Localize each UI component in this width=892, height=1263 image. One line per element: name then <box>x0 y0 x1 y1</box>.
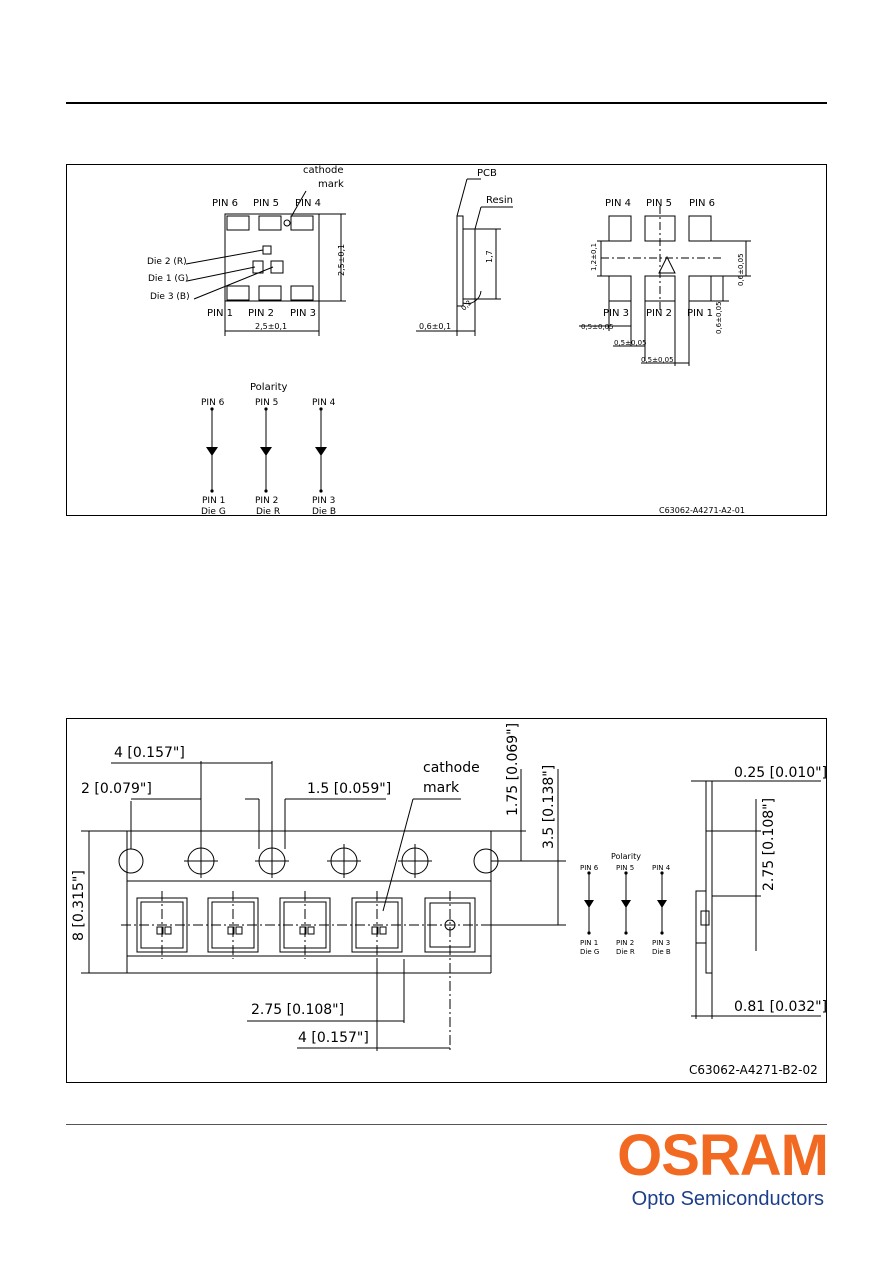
back-pin-bottom-2: PIN 2 <box>646 308 672 319</box>
back-dim-right2: 0,6±0,05 <box>715 301 723 334</box>
front-pin-top-2: PIN 5 <box>253 198 279 209</box>
tape-dim-pitch: 4 [0.157"] <box>298 1030 369 1046</box>
tape-polarity-bottom-3: PIN 3 <box>652 939 670 947</box>
side-pcb-label: PCB <box>477 168 497 179</box>
tape-side-depth: 2.75 [0.108"] <box>761 798 777 891</box>
cathode-label-line1: cathode <box>303 165 344 176</box>
polarity-bottom-2: PIN 2 <box>255 496 278 506</box>
front-dim-width: 2,5±0,1 <box>255 322 287 331</box>
tape-cathode-line1: cathode <box>423 760 480 776</box>
cathode-label-line2: mark <box>318 179 344 190</box>
tape-cathode-line2: mark <box>423 780 460 796</box>
polarity-top-1: PIN 6 <box>201 398 225 408</box>
tape-polarity-top-3: PIN 4 <box>652 864 671 872</box>
tape-dim-pocket: 2.75 [0.108"] <box>251 1002 344 1018</box>
side-resin-label: Resin <box>486 195 513 206</box>
polarity-die-b: Die B <box>312 507 336 515</box>
osram-logo: OSRAM Opto Semiconductors <box>598 1123 829 1214</box>
side-dim-corner: 0,2 <box>460 299 474 313</box>
polarity-top-2: PIN 5 <box>255 398 278 408</box>
front-pin-top-3: PIN 4 <box>295 198 321 209</box>
polarity-die-g: Die G <box>201 507 226 515</box>
die-label-g: Die 1 (G) <box>148 274 188 284</box>
back-dim-bottom3: 0,5±0,05 <box>641 356 674 364</box>
tape-drawing: 4 [0.157"] 2 [0.079"] 1.5 [0.059"] catho… <box>66 718 827 1083</box>
footer-rule <box>66 1124 827 1125</box>
tape-polarity-die-g: Die G <box>580 948 599 956</box>
polarity-title: Polarity <box>250 382 288 393</box>
back-dim-bottom1: 0,5±0,05 <box>581 323 614 331</box>
tape-dim-width: 8 [0.315"] <box>71 870 87 941</box>
front-pin-bottom-2: PIN 2 <box>248 308 274 319</box>
tape-dim-hole-dia: 1.5 [0.059"] <box>307 781 391 797</box>
tape-polarity-top-2: PIN 5 <box>616 864 634 872</box>
polarity-bottom-1: PIN 1 <box>202 496 225 506</box>
front-pin-top-1: PIN 6 <box>212 198 238 209</box>
tape-polarity-top-1: PIN 6 <box>580 864 599 872</box>
back-pin-top-1: PIN 4 <box>605 198 631 209</box>
polarity-top-3: PIN 4 <box>312 398 336 408</box>
header-rule <box>66 102 827 104</box>
back-pin-top-3: PIN 6 <box>689 198 715 209</box>
back-pin-top-2: PIN 5 <box>646 198 672 209</box>
polarity-die-r: Die R <box>256 507 280 515</box>
side-dim-thickness: 0,6±0,1 <box>419 322 451 331</box>
tape-dim-pitch-hole: 4 [0.157"] <box>114 745 185 761</box>
logo-subtitle: Opto Semiconductors <box>631 1188 824 1210</box>
tape-side-thick: 0.25 [0.010"] <box>734 765 826 781</box>
front-pin-bottom-3: PIN 3 <box>290 308 316 319</box>
back-pin-bottom-1: PIN 3 <box>603 308 629 319</box>
tape-dim-center: 3.5 [0.138"] <box>541 765 557 849</box>
tape-polarity-bottom-1: PIN 1 <box>580 939 598 947</box>
tape-polarity-title: Polarity <box>611 852 641 861</box>
tape-polarity-die-r: Die R <box>616 948 635 956</box>
polarity-bottom-3: PIN 3 <box>312 496 335 506</box>
die-label-b: Die 3 (B) <box>150 292 190 302</box>
logo-wordmark: OSRAM <box>617 1123 829 1188</box>
back-dim-pad-height: 1,2±0,1 <box>590 243 598 271</box>
side-dim-height: 1,7 <box>485 250 494 263</box>
front-dim-height: 2,5±0,1 <box>337 244 346 276</box>
back-dim-bottom2: 0,5±0,05 <box>614 339 647 347</box>
tape-dim-hole-offset: 2 [0.079"] <box>81 781 152 797</box>
back-pin-bottom-3: PIN 1 <box>687 308 713 319</box>
tape-dim-edge: 1.75 [0.069"] <box>505 723 521 816</box>
tape-polarity-die-b: Die B <box>652 948 671 956</box>
back-dim-right1: 0,6±0,05 <box>737 253 745 286</box>
drawing-code-1: C63062-A4271-A2-01 <box>659 506 745 515</box>
tape-side-bottom: 0.81 [0.032"] <box>734 999 826 1015</box>
tape-polarity-bottom-2: PIN 2 <box>616 939 634 947</box>
package-outline-drawing: PIN 6 PIN 5 PIN 4 PIN 1 PIN 2 PIN 3 cath… <box>66 164 827 516</box>
front-pin-bottom-1: PIN 1 <box>207 308 233 319</box>
drawing-code-2: C63062-A4271-B2-02 <box>689 1063 818 1077</box>
die-label-r: Die 2 (R) <box>147 257 187 267</box>
